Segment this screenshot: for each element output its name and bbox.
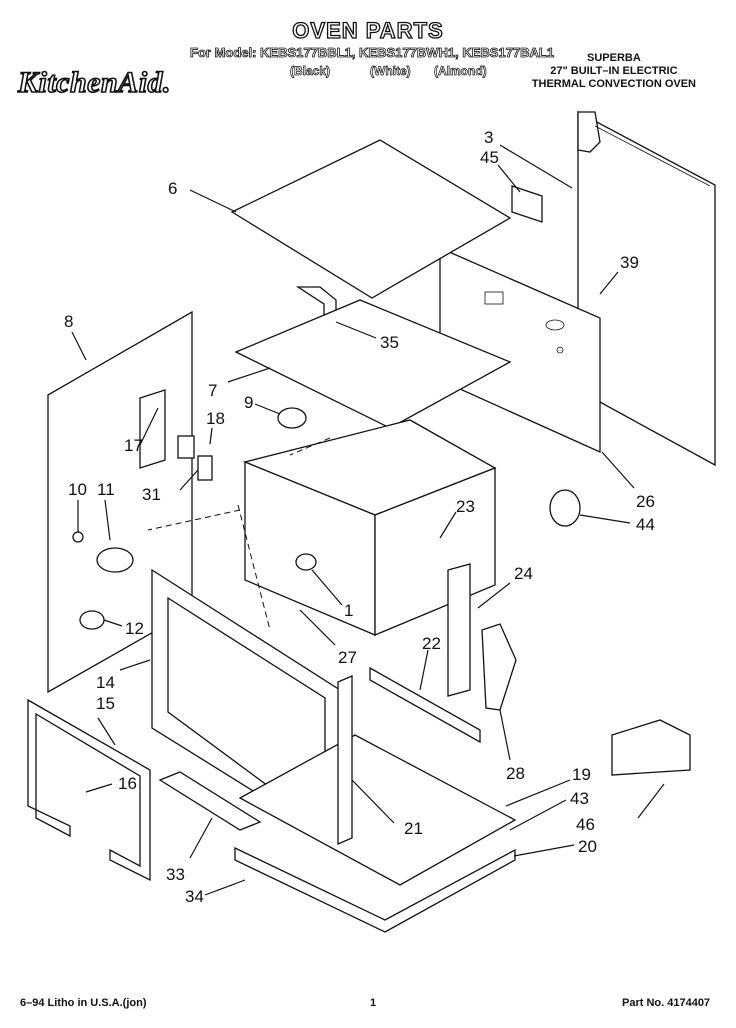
color-almond: (Almond) (434, 64, 487, 79)
callout-3: 3 (484, 128, 493, 147)
rear-panel-part (577, 110, 716, 467)
leader-lines (71, 144, 665, 896)
callout-34: 34 (185, 887, 204, 906)
bulb-part (79, 610, 105, 630)
brace-part (369, 666, 481, 744)
callout-8: 8 (64, 312, 73, 331)
callout-28: 28 (506, 764, 525, 783)
model-numbers: For Model: KEBS177BBL1, KEBS177BWH1, KEB… (190, 45, 555, 61)
callout-24: 24 (514, 564, 533, 583)
brand-logo: KitchenAid. (17, 65, 172, 100)
oven-cavity-part (242, 419, 497, 636)
callout-11: 11 (97, 480, 115, 499)
callout-21: 21 (404, 819, 423, 838)
callout-6: 6 (168, 179, 177, 198)
bottom-trim-part (234, 846, 516, 933)
callout-22: 22 (422, 634, 441, 653)
front-vent-part (158, 771, 262, 831)
switch-31-part (197, 455, 213, 481)
callout-35: 35 (380, 333, 399, 352)
callout-39: 39 (620, 253, 639, 272)
callout-27: 27 (338, 648, 357, 667)
callout-44: 44 (636, 515, 655, 534)
lens-part (72, 531, 84, 543)
callout-45: 45 (480, 148, 499, 167)
callout-15: 15 (96, 694, 115, 713)
callout-46: 46 (576, 815, 595, 834)
callout-1: 1 (344, 601, 353, 620)
callout-31: 31 (142, 485, 161, 504)
mid-panel-part (234, 299, 512, 429)
callout-33: 33 (166, 865, 185, 884)
page-number: 1 (370, 997, 377, 1009)
bracket-45-part (511, 185, 543, 223)
hinge-bracket-part (447, 563, 471, 697)
callout-23: 23 (456, 497, 475, 516)
color-white: (White) (370, 64, 411, 79)
litho-note: 6–94 Litho in U.S.A.(jon) (20, 997, 147, 1009)
callout-12: 12 (125, 619, 144, 638)
top-panel-part (230, 139, 512, 299)
door-gasket-part (27, 698, 151, 882)
callout-18: 18 (206, 409, 225, 428)
callout-26: 26 (636, 492, 655, 511)
socket-part (96, 547, 134, 573)
callout-14: 14 (96, 673, 115, 692)
callout-17: 17 (124, 436, 143, 455)
product-line-2: 27" BUILT–IN ELECTRIC (550, 65, 678, 77)
switch-bracket-part (139, 389, 166, 469)
callout-7: 7 (208, 381, 217, 400)
callout-16: 16 (118, 774, 137, 793)
element-part (277, 407, 307, 429)
product-description: SUPERBA 27" BUILT–IN ELECTRIC THERMAL CO… (532, 52, 696, 91)
side-trim-part (337, 675, 353, 845)
callout-20: 20 (578, 837, 597, 856)
fan-part (549, 489, 581, 527)
switch-18-part (177, 435, 195, 459)
callout-43: 43 (570, 789, 589, 808)
product-line-3: THERMAL CONVECTION OVEN (531, 78, 696, 90)
hinge-part (481, 623, 517, 711)
callout-19: 19 (572, 765, 591, 784)
color-black: (Black) (290, 64, 331, 79)
bottom-panel-part (238, 734, 517, 886)
callout-labels: 1 3 6 7 8 9 10 11 12 14 15 16 17 18 19 2… (64, 128, 655, 906)
callout-10: 10 (68, 480, 87, 499)
callout-9: 9 (244, 393, 253, 412)
part-number: Part No. 4174407 (622, 997, 711, 1009)
bracket-46-part (611, 719, 691, 776)
product-line-1: SUPERBA (587, 52, 641, 64)
page-title: OVEN PARTS (292, 17, 444, 43)
